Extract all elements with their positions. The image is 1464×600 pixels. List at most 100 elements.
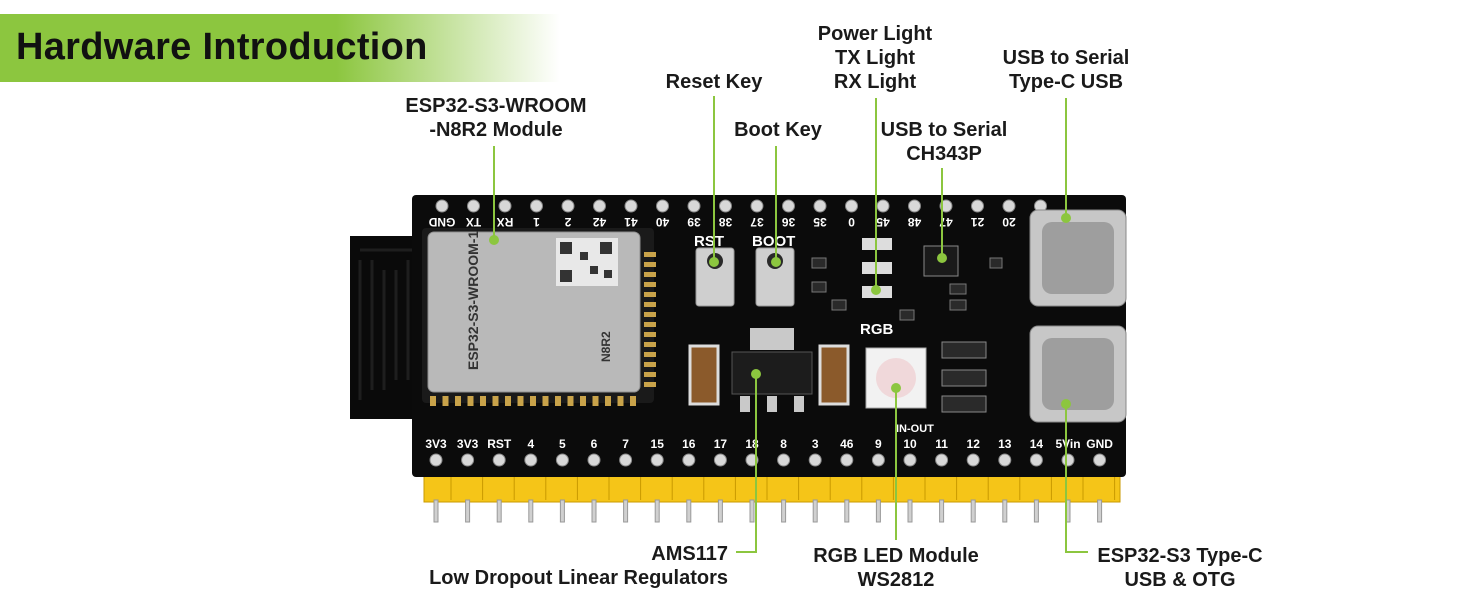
bottom-pin-hole	[619, 453, 633, 467]
top-pin-hole	[1002, 199, 1016, 213]
bottom-pin-hole	[1061, 453, 1075, 467]
bottom-pin-hole	[808, 453, 822, 467]
header-pin	[812, 499, 818, 523]
header-pin	[686, 499, 692, 523]
top-pin-hole	[467, 199, 480, 213]
module-pad	[644, 322, 656, 327]
module-pad	[480, 396, 486, 406]
reset-key-label: Reset Key	[665, 71, 763, 93]
top-pin-label: 39	[687, 215, 701, 229]
top-pin-hole	[908, 199, 921, 213]
bottom-pin-hole	[429, 453, 443, 467]
header-pin	[1033, 499, 1039, 523]
bottom-pin-label: 3V3	[457, 437, 479, 451]
module-pad	[555, 396, 561, 406]
top-pin-labels: GNDTXRX1242414039383736350454847212019	[428, 215, 1047, 229]
module-pad	[467, 396, 474, 406]
module-pad	[644, 292, 656, 297]
bottom-pin-label: 13	[998, 437, 1012, 451]
top-pin-label: 41	[624, 215, 638, 229]
top-pin-hole	[435, 199, 449, 213]
bottom-pin-hole	[492, 453, 506, 467]
bottom-pin-hole	[1029, 453, 1043, 467]
module-pad	[505, 396, 511, 406]
bottom-pin-label: 3	[812, 437, 819, 451]
module-pad	[644, 252, 656, 257]
top-pin-hole	[813, 199, 827, 213]
bottom-pin-hole	[840, 453, 854, 467]
module-pad	[530, 396, 536, 406]
module-pad	[592, 396, 599, 406]
header-pin	[1002, 499, 1008, 523]
top-pin-hole	[845, 199, 858, 213]
header-pin	[528, 499, 534, 523]
bottom-pin-hole	[903, 453, 917, 467]
bottom-pin-hole	[966, 453, 980, 467]
top-pin-label: 38	[719, 215, 733, 229]
bottom-pin-label: 7	[622, 437, 629, 451]
header-pin	[1097, 499, 1103, 523]
bottom-pin-hole	[650, 453, 664, 467]
bottom-pin-hole	[935, 453, 949, 467]
top-pin-label: 20	[1002, 215, 1016, 229]
header-pin	[970, 499, 976, 523]
module-pad	[455, 396, 461, 406]
module-label: ESP32-S3-WROOM-N8R2 Module	[405, 95, 587, 141]
module-n8r2-marking: N8R2	[599, 331, 613, 362]
top-pin-hole	[687, 199, 701, 213]
top-pin-label: 0	[848, 215, 855, 229]
module-pad	[442, 396, 449, 406]
header-pin	[465, 499, 471, 523]
bottom-pin-hole	[682, 453, 696, 467]
header-pin	[939, 499, 945, 523]
module-pad	[617, 396, 624, 406]
top-pin-label: 40	[656, 215, 670, 229]
bottom-pin-hole	[524, 453, 538, 467]
inout-silk: IN-OUT	[896, 423, 934, 435]
bottom-pin-label: 6	[591, 437, 598, 451]
top-pin-label: 21	[971, 215, 985, 229]
top-pin-label: 45	[876, 215, 890, 229]
rst-silk: RST	[694, 233, 724, 250]
header-pin	[717, 499, 723, 523]
top-pin-hole	[782, 199, 795, 213]
module-pad	[605, 396, 611, 406]
top-pin-hole	[656, 199, 669, 213]
module-pad	[644, 282, 656, 287]
header-pin	[781, 499, 787, 523]
header-pin	[591, 499, 597, 523]
top-pin-label: 48	[908, 215, 922, 229]
top-pin-label: 37	[750, 215, 764, 229]
module-pad	[644, 302, 656, 307]
top-pin-label: 36	[782, 215, 796, 229]
module-pad	[644, 352, 656, 357]
module-pad	[644, 312, 656, 317]
header-pin	[907, 499, 913, 523]
header-pins	[433, 474, 1116, 523]
bottom-pin-label: GND	[1086, 437, 1113, 451]
bottom-pin-label: RST	[487, 437, 512, 451]
module-pad	[644, 272, 656, 277]
bottom-pin-hole	[871, 453, 885, 467]
top-pin-label: GND	[428, 215, 455, 229]
top-pin-label: RX	[497, 215, 514, 229]
module-pad	[644, 342, 656, 347]
title-banner	[0, 14, 560, 82]
top-pin-label: TX	[466, 215, 481, 229]
module-pad	[567, 396, 574, 406]
bottom-pin-label: 5	[559, 437, 566, 451]
top-pin-hole	[876, 199, 890, 213]
header-pin	[844, 499, 850, 523]
top-pin-hole	[624, 199, 638, 213]
rgb-silk: RGB	[860, 321, 894, 338]
bottom-pin-label: 17	[714, 437, 728, 451]
top-pin-hole	[750, 199, 764, 213]
bottom-pin-label: 5Vin	[1055, 437, 1080, 451]
qr-code	[556, 238, 618, 286]
